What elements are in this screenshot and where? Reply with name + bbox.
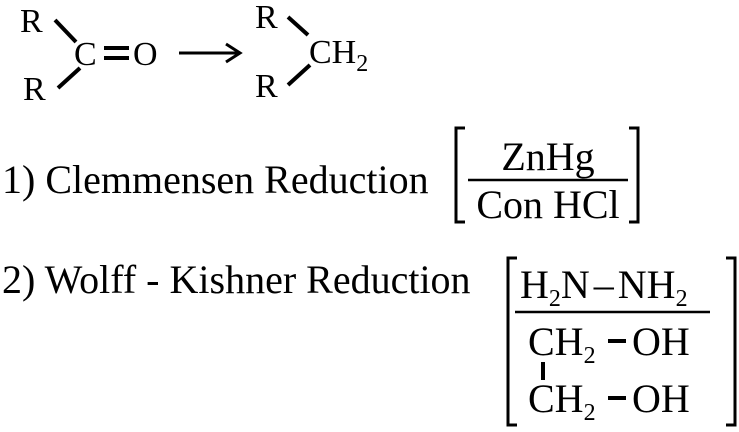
ketone-reactant: R R C O (20, 3, 158, 108)
bond-top (53, 18, 78, 44)
bond-bottom (56, 66, 82, 90)
r-group-top: R (255, 0, 278, 36)
ethylene-glycol-line2: CH2 (528, 376, 596, 426)
reaction-arrow (179, 42, 243, 64)
hydroxyl-1: OH (632, 319, 690, 364)
right-bracket (726, 256, 737, 427)
clemmensen-method: 1) Clemmensen Reduction ZnHg Con HCl (2, 126, 640, 227)
ch-group: CH (309, 34, 356, 71)
bond-top (286, 15, 310, 37)
oxygen-atom: O (133, 36, 158, 73)
subscript: 2 (356, 51, 368, 77)
bond-bottom (286, 63, 312, 87)
r-group-top: R (20, 3, 43, 40)
reagent-top: ZnHg (501, 134, 594, 179)
reagent-bottom: Con HCl (476, 182, 619, 227)
left-bracket (454, 126, 465, 224)
method-label: 1) Clemmensen Reduction (2, 157, 429, 202)
left-bracket (506, 256, 517, 427)
right-bracket (629, 126, 640, 224)
carbon-atom: C (74, 36, 97, 73)
alkane-product: R R CH2 (255, 0, 368, 105)
hydroxyl-2: OH (632, 376, 690, 421)
hydrazine: H2N–NH2 (520, 262, 688, 312)
wolff-kishner-method: 2) Wolff - Kishner Reduction H2N–NH2 CH2… (2, 256, 737, 427)
ethylene-glycol-line1: CH2 (528, 319, 596, 369)
r-group-bottom: R (23, 71, 46, 108)
svg-text:CH2: CH2 (309, 34, 368, 77)
r-group-bottom: R (255, 68, 278, 105)
method-label: 2) Wolff - Kishner Reduction (2, 257, 471, 302)
